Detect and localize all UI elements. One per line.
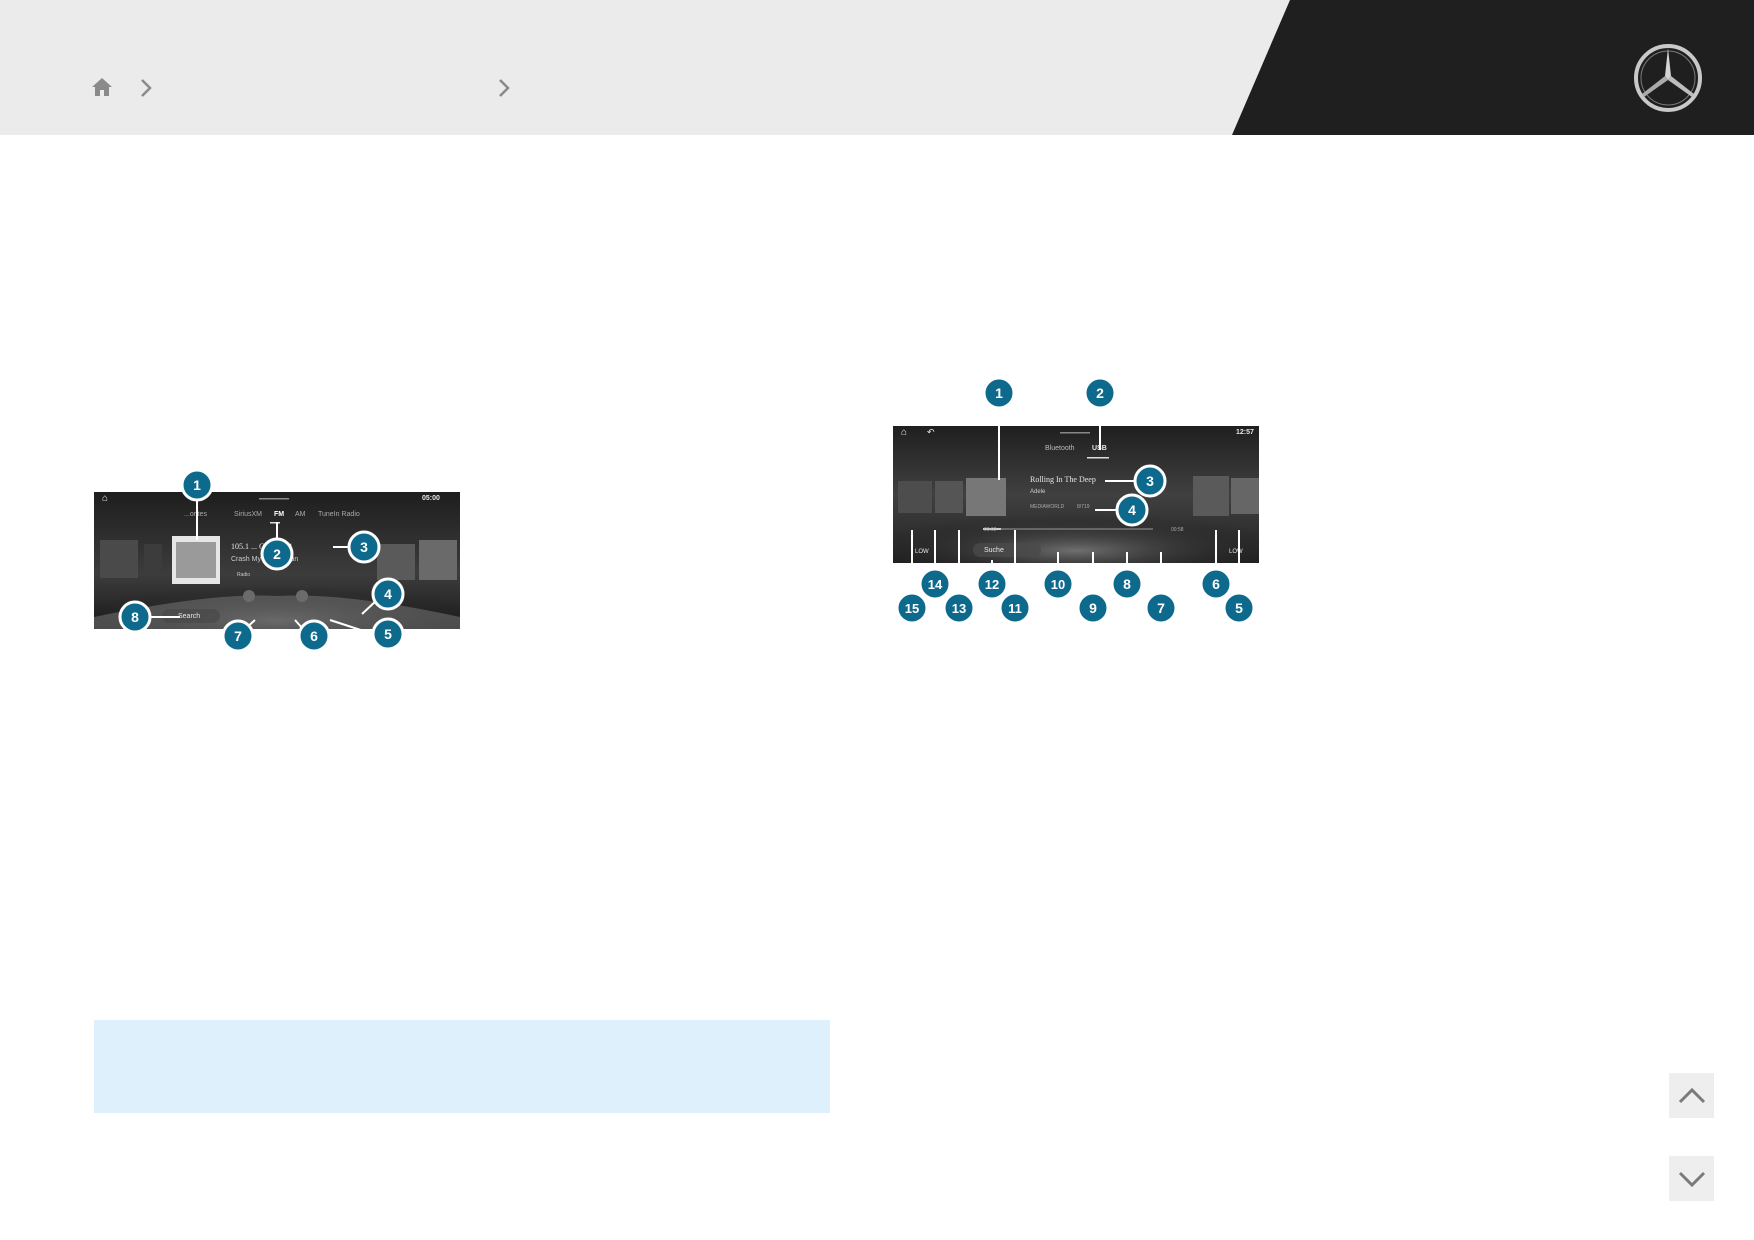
- callout-12-media: 12: [975, 567, 1009, 601]
- callout-5-radio: 5: [371, 617, 405, 651]
- svg-text:1: 1: [995, 385, 1003, 401]
- svg-text:12: 12: [985, 577, 999, 592]
- chevron-right-icon: [139, 78, 153, 98]
- info-box: [94, 1020, 830, 1113]
- callout-7-media: 7: [1144, 591, 1178, 625]
- scroll-up-button[interactable]: [1669, 1073, 1714, 1118]
- svg-text:15: 15: [905, 601, 919, 616]
- header-dark-panel: [0, 0, 1754, 135]
- tab-siriusxm[interactable]: SiriusXM: [234, 511, 263, 518]
- callout-3-radio: 3: [347, 530, 381, 564]
- svg-text:8: 8: [1123, 576, 1131, 592]
- callout-14-media: 14: [918, 567, 952, 601]
- callout-8-media: 8: [1110, 567, 1144, 601]
- station-label: 105.1 ... GO - HD1: [231, 542, 293, 551]
- callout-7-radio: 7: [221, 619, 255, 653]
- track-counter: 8/719: [1077, 504, 1090, 510]
- svg-text:2: 2: [1096, 385, 1104, 401]
- callout-4-radio: 4: [371, 577, 405, 611]
- duration-time: 00:58: [1171, 527, 1184, 533]
- callout-2-radio: 2: [260, 537, 294, 571]
- callout-1-media: 1: [982, 376, 1016, 410]
- callout-2-media: 2: [1083, 376, 1117, 410]
- tab-usb[interactable]: USB: [1092, 445, 1107, 452]
- tab-tunein[interactable]: TuneIn Radio: [318, 511, 360, 518]
- callout-15-media: 15: [895, 591, 929, 625]
- svg-text:3: 3: [1146, 473, 1154, 489]
- svg-text:1: 1: [193, 477, 201, 493]
- callout-13-media: 13: [942, 591, 976, 625]
- clock-label: 12:57: [1236, 429, 1254, 436]
- svg-text:5: 5: [384, 626, 392, 642]
- callout-6-media: 6: [1199, 567, 1233, 601]
- home-icon[interactable]: ⌂: [102, 493, 109, 504]
- tab-am[interactable]: AM: [295, 511, 306, 518]
- mercedes-star-logo[interactable]: [1632, 42, 1704, 114]
- tab-fm[interactable]: FM: [274, 511, 285, 518]
- back-icon[interactable]: ↶: [927, 427, 935, 437]
- svg-text:7: 7: [1157, 600, 1165, 616]
- chevron-down-icon: [1678, 1171, 1705, 1187]
- callout-1-radio: 1: [180, 468, 214, 502]
- callout-10-media: 10: [1041, 567, 1075, 601]
- chevron-up-icon: [1678, 1087, 1705, 1103]
- callout-5-media: 5: [1222, 591, 1256, 625]
- search-button[interactable]: Search: [178, 613, 201, 620]
- left-mode-label[interactable]: LOW: [915, 549, 929, 555]
- source-tag: Radio: [237, 572, 251, 578]
- track-title: Rolling In The Deep: [1030, 475, 1096, 484]
- search-button[interactable]: Suche: [984, 547, 1004, 554]
- chevron-right-icon: [497, 78, 511, 98]
- callout-6-radio: 6: [297, 619, 331, 653]
- svg-text:5: 5: [1235, 600, 1243, 616]
- svg-text:10: 10: [1051, 577, 1065, 592]
- svg-text:8: 8: [131, 609, 139, 625]
- svg-text:4: 4: [384, 586, 392, 602]
- home-icon[interactable]: [91, 76, 113, 98]
- svg-text:3: 3: [360, 539, 368, 555]
- tab-bluetooth[interactable]: Bluetooth: [1045, 445, 1075, 452]
- callout-11-media: 11: [998, 591, 1032, 625]
- artist-label: Adele: [1030, 489, 1046, 495]
- svg-text:14: 14: [928, 577, 943, 592]
- svg-text:7: 7: [234, 628, 242, 644]
- callout-3-media: 3: [1133, 464, 1167, 498]
- scroll-down-button[interactable]: [1669, 1156, 1714, 1201]
- svg-text:2: 2: [273, 546, 281, 562]
- svg-text:6: 6: [1212, 576, 1220, 592]
- svg-text:4: 4: [1128, 502, 1136, 518]
- home-icon[interactable]: ⌂: [901, 427, 908, 438]
- album-label: MEDIAWORLD: [1030, 504, 1065, 510]
- svg-text:13: 13: [952, 601, 966, 616]
- callout-8-radio: 8: [118, 600, 152, 634]
- media-screen-image: ⌂ ↶ 12:57 Bluetooth USB Rolling In The D…: [893, 426, 1259, 563]
- tab-favorites[interactable]: ...orites: [184, 511, 207, 518]
- right-mode-label[interactable]: LOW: [1229, 549, 1243, 555]
- svg-text:11: 11: [1008, 601, 1022, 616]
- elapsed-time: 00:02: [984, 527, 997, 533]
- callout-9-media: 9: [1076, 591, 1110, 625]
- callout-4-media: 4: [1115, 493, 1149, 527]
- clock-label: 05:00: [422, 495, 440, 502]
- svg-text:6: 6: [310, 628, 318, 644]
- svg-text:9: 9: [1089, 600, 1097, 616]
